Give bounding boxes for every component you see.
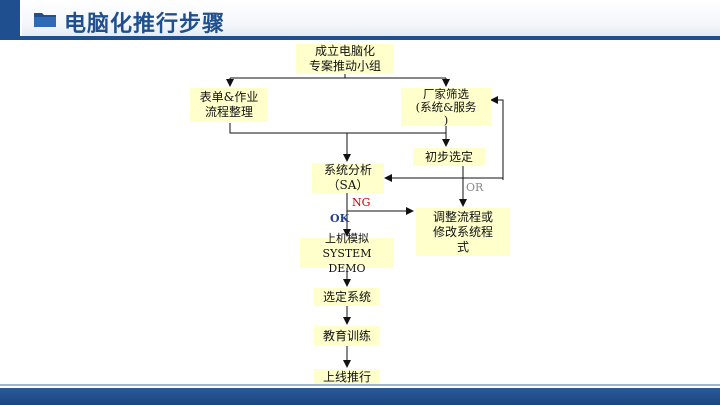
- header-band: [22, 0, 720, 36]
- footer-line: [0, 384, 720, 386]
- node-initial: 初步选定: [413, 148, 485, 166]
- label-or: OR: [466, 181, 484, 194]
- node-sa: 系统分析 （SA）: [312, 163, 384, 193]
- node-forms: 表单&作业 流程整理: [190, 88, 268, 122]
- node-select: 选定系统: [314, 288, 380, 306]
- label-ng: NG: [352, 196, 371, 209]
- connector-forms-join: [229, 123, 446, 134]
- node-adjust: 调整流程或 修改系统程 式: [416, 208, 510, 256]
- node-vendor: 厂家筛选 (系统&服务 ): [401, 87, 491, 126]
- node-simulate: 上机模拟 SYSTEM DEMO: [300, 232, 394, 275]
- page-title: 电脑化推行步骤: [64, 12, 226, 37]
- node-training: 教育训练: [314, 326, 380, 346]
- node-committee: 成立电脑化 专案推动小组: [296, 44, 394, 74]
- connector-feedback-loop: [490, 96, 504, 180]
- header-rule: [0, 36, 720, 40]
- label-ok: OK: [330, 212, 350, 225]
- folder-icon: [34, 13, 56, 27]
- slide-header: 电脑化推行步骤: [0, 0, 720, 40]
- node-launch: 上线推行: [314, 369, 380, 385]
- header-left-bar: [0, 0, 20, 40]
- footer-bar: [0, 388, 720, 405]
